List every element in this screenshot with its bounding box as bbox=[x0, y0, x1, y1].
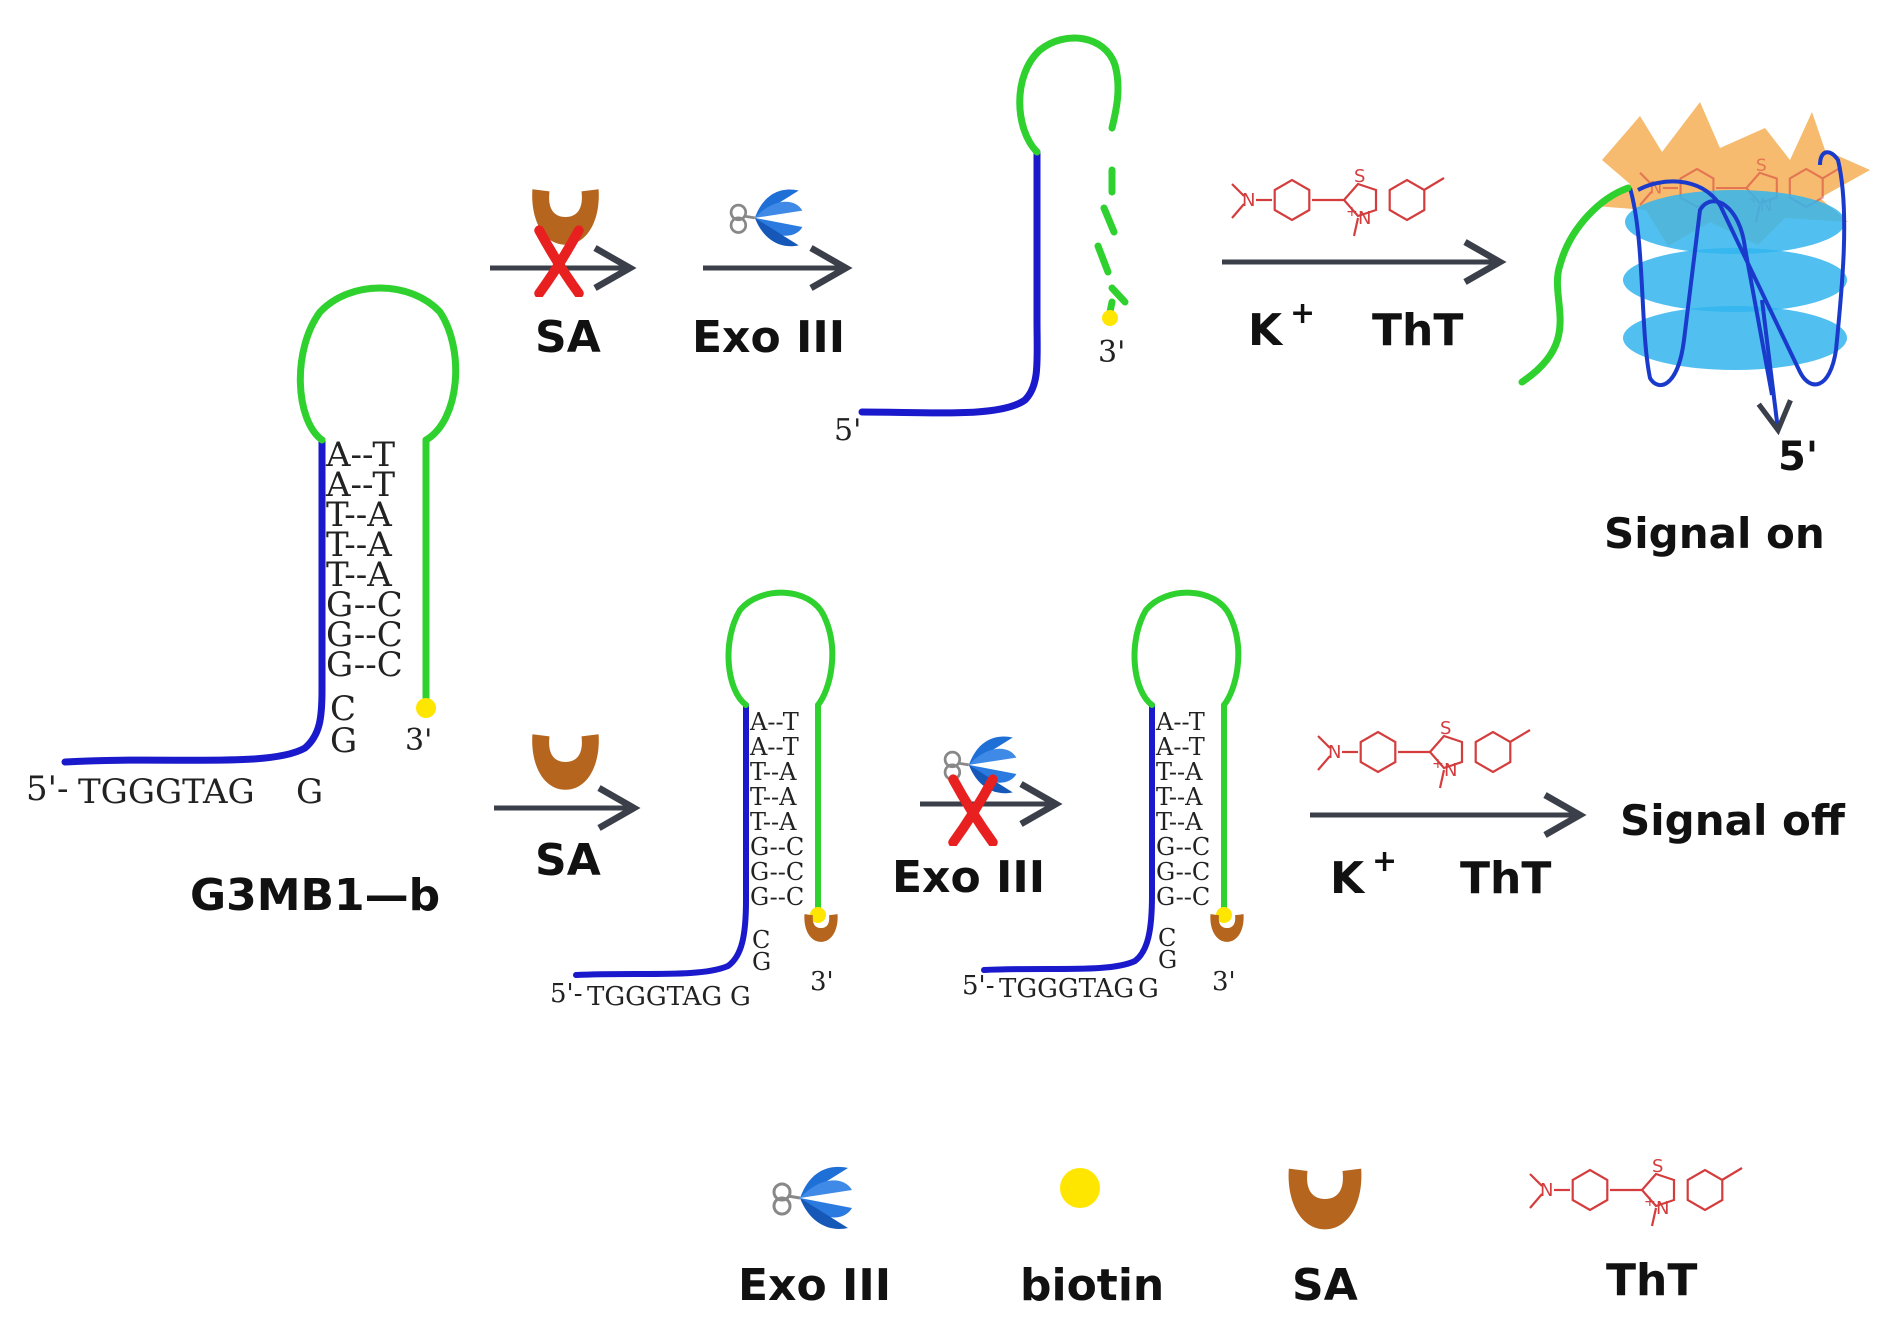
svg-text:3': 3' bbox=[810, 967, 834, 997]
base-pair: G--C bbox=[1156, 883, 1210, 911]
base-pair: A--T bbox=[1155, 733, 1205, 761]
bottom-tht-label: ThT bbox=[1460, 853, 1551, 904]
svg-text:+: + bbox=[1346, 204, 1358, 220]
base-pair: A--T bbox=[749, 708, 799, 736]
stem-pairs: A--TA--TT--AT--AT--AG--CG--CG--C bbox=[749, 708, 804, 911]
base-pair: A--T bbox=[325, 435, 395, 475]
svg-text:3': 3' bbox=[1212, 967, 1236, 997]
svg-text:N: N bbox=[1656, 1198, 1669, 1219]
svg-text:N: N bbox=[1242, 190, 1255, 211]
quadruplex-5-end: 5' bbox=[1778, 434, 1818, 480]
svg-text:S: S bbox=[1652, 1156, 1663, 1177]
probe-hairpin: A--TA--TT--AT--AT--AG--CG--CG--C C G 3' … bbox=[26, 284, 460, 921]
svg-text:N: N bbox=[1444, 760, 1457, 781]
top-route: SA Exo III 3' 5' NSN+ K + ThT NSN+ 5' Si… bbox=[490, 34, 1870, 558]
stem-bottom-c: C bbox=[330, 689, 356, 729]
base-pair: T--A bbox=[750, 808, 797, 836]
svg-text:C: C bbox=[752, 926, 770, 954]
svg-text:C: C bbox=[1158, 924, 1176, 952]
base-pair: G--C bbox=[750, 883, 804, 911]
sa-bound-hairpin: A--TA--TT--AT--AT--AG--CG--CG--C C G 3' … bbox=[550, 589, 838, 1012]
g-quadruplex-signal: NSN+ 5' Signal on bbox=[1518, 102, 1870, 558]
tht-molecule-icon: NSN+ bbox=[1529, 1156, 1743, 1227]
base-pair: T--A bbox=[326, 495, 392, 535]
top-k-label: K bbox=[1248, 305, 1284, 356]
base-pair: T--A bbox=[750, 758, 797, 786]
biotin-marker bbox=[416, 698, 436, 718]
probe-name: G3MB1—b bbox=[190, 870, 440, 921]
probe-tail-g: G bbox=[296, 772, 323, 812]
probe-tail-seq: TGGGTAG bbox=[78, 772, 255, 812]
top-tht-label: ThT bbox=[1372, 305, 1463, 356]
probe-3-end: 3' bbox=[405, 723, 432, 758]
digested-5-end: 5' bbox=[834, 413, 861, 448]
legend-exo-label: Exo III bbox=[738, 1260, 891, 1311]
protected-hairpin: A--TA--TT--AT--AT--AG--CG--CG--C C G 3' … bbox=[962, 589, 1244, 1004]
base-pair: G--C bbox=[326, 585, 403, 625]
svg-text:N: N bbox=[1328, 742, 1341, 763]
base-pair: T--A bbox=[326, 555, 392, 595]
stem-pairs: A--TA--TT--AT--AT--AG--CG--CG--C bbox=[325, 435, 403, 685]
legend-biotin-label: biotin bbox=[1020, 1260, 1164, 1311]
digested-3-end: 3' bbox=[1098, 335, 1125, 370]
tht-molecule-icon: NSN+ bbox=[1317, 718, 1531, 789]
svg-text:G: G bbox=[730, 982, 751, 1012]
bottom-k-label: K bbox=[1330, 853, 1366, 904]
stem-pairs: A--TA--TT--AT--AT--AG--CG--CG--C bbox=[1155, 708, 1210, 911]
base-pair: T--A bbox=[750, 783, 797, 811]
exo-icon bbox=[729, 188, 804, 248]
top-exo-label: Exo III bbox=[692, 312, 845, 363]
base-pair: G--C bbox=[326, 645, 403, 685]
svg-text:G: G bbox=[1138, 974, 1159, 1004]
svg-text:G: G bbox=[1158, 946, 1177, 974]
svg-text:S: S bbox=[1756, 156, 1767, 176]
block-cross-icon bbox=[953, 779, 993, 842]
top-k-plus: + bbox=[1290, 296, 1315, 331]
svg-text:TGGGTAG: TGGGTAG bbox=[999, 974, 1134, 1004]
probe-5-prefix: 5'- bbox=[26, 769, 68, 809]
svg-text:N: N bbox=[1358, 208, 1371, 229]
svg-text:TGGGTAG: TGGGTAG bbox=[587, 982, 722, 1012]
base-pair: T--A bbox=[1156, 783, 1203, 811]
stem-bottom-g: G bbox=[330, 721, 357, 761]
svg-text:+: + bbox=[1644, 1194, 1656, 1210]
base-pair: G--C bbox=[1156, 858, 1210, 886]
svg-text:G: G bbox=[752, 948, 771, 976]
sa-icon bbox=[1288, 1168, 1362, 1230]
bottom-exo-label: Exo III bbox=[892, 852, 1045, 903]
signal-off-label: Signal off bbox=[1620, 796, 1846, 845]
legend-tht-label: ThT bbox=[1606, 1255, 1697, 1306]
base-pair: A--T bbox=[749, 733, 799, 761]
svg-text:5'-: 5'- bbox=[962, 971, 994, 1001]
biotin-icon bbox=[1060, 1168, 1100, 1208]
svg-text:S: S bbox=[1440, 718, 1451, 739]
legend-sa-label: SA bbox=[1292, 1260, 1358, 1311]
biotin-marker bbox=[1102, 310, 1118, 326]
base-pair: G--C bbox=[1156, 833, 1210, 861]
base-pair: T--A bbox=[1156, 808, 1203, 836]
base-pair: A--T bbox=[325, 465, 395, 505]
bottom-k-plus: + bbox=[1372, 844, 1397, 879]
base-pair: T--A bbox=[1156, 758, 1203, 786]
base-pair: G--C bbox=[750, 833, 804, 861]
svg-text:S: S bbox=[1354, 166, 1365, 187]
base-pair: G--C bbox=[326, 615, 403, 655]
svg-text:5'-: 5'- bbox=[550, 979, 582, 1009]
svg-text:+: + bbox=[1432, 756, 1444, 772]
top-sa-label: SA bbox=[535, 312, 601, 363]
legend: Exo III biotin SA NSN+ ThT bbox=[738, 1156, 1743, 1311]
base-pair: A--T bbox=[1155, 708, 1205, 736]
exo-icon bbox=[772, 1165, 854, 1231]
base-pair: T--A bbox=[326, 525, 392, 565]
sa-icon bbox=[532, 734, 599, 790]
signal-on-label: Signal on bbox=[1604, 509, 1825, 558]
svg-text:N: N bbox=[1540, 1180, 1553, 1201]
bottom-route: SA A--TA--TT--AT--AT--AG--CG--CG--C C G … bbox=[494, 589, 1846, 1012]
tht-molecule-icon: NSN+ bbox=[1231, 166, 1445, 237]
bottom-sa-label: SA bbox=[535, 835, 601, 886]
base-pair: G--C bbox=[750, 858, 804, 886]
